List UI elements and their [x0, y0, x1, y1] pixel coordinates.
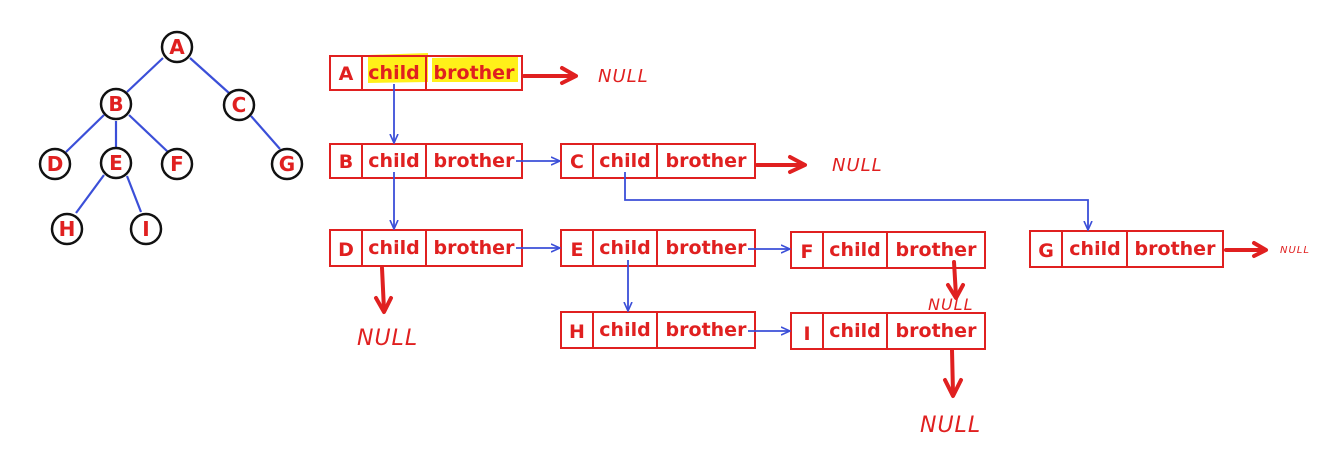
null-label-i-brother: NULL	[920, 413, 981, 438]
tree-edge-a-b	[126, 57, 164, 93]
struct-child-field: child	[599, 319, 650, 341]
struct-c: C child brother	[560, 143, 756, 179]
highlight-marks	[368, 53, 518, 83]
struct-child-field: child	[829, 239, 880, 261]
tree-node-label: B	[108, 92, 123, 116]
tree-edge-b-f	[128, 114, 169, 153]
tree-node-h: H	[50, 212, 84, 246]
null-label-a-brother: NULL	[598, 66, 649, 87]
struct-child-field: child	[368, 237, 419, 259]
tree-edge-a-c	[189, 57, 230, 94]
struct-label: F	[801, 241, 814, 263]
tree-node-e: E	[99, 146, 133, 180]
struct-label: A	[339, 63, 354, 85]
tree-node-a: A	[160, 30, 194, 64]
struct-g: G child brother	[1029, 230, 1224, 268]
tree-edges	[65, 57, 281, 214]
struct-brother-field: brother	[896, 320, 978, 342]
tree-node-label: C	[232, 93, 247, 117]
tree-node-i: I	[129, 212, 163, 246]
struct-label: I	[803, 323, 810, 345]
null-arrow-g-brother	[1224, 241, 1268, 258]
tree-node-label: G	[279, 152, 295, 176]
null-arrow-c-brother	[755, 155, 807, 174]
tree-node-d: D	[38, 147, 72, 181]
struct-child-field: child	[599, 237, 650, 259]
struct-label: C	[570, 151, 584, 173]
tree-node-label: I	[142, 217, 149, 241]
struct-f: F child brother	[790, 231, 986, 269]
struct-d: D child brother	[329, 229, 523, 267]
null-label-f-brother: NULL	[928, 295, 974, 314]
struct-b: B child brother	[329, 143, 523, 179]
struct-label: D	[338, 239, 354, 261]
struct-child-field: child	[368, 150, 419, 172]
tree-node-g: G	[270, 147, 304, 181]
null-arrow-a-brother	[522, 66, 578, 85]
tree-node-label: F	[170, 152, 184, 176]
tree-node-label: D	[47, 152, 64, 176]
null-arrows	[374, 66, 1268, 398]
struct-brother-field: brother	[666, 237, 748, 259]
tree-node-f: F	[160, 147, 194, 181]
null-arrow-i-brother	[943, 348, 963, 398]
tree-node-b: B	[99, 87, 133, 121]
link-c-child-g	[624, 172, 1088, 229]
tree-node-label: H	[59, 217, 76, 241]
tree-node-label: A	[169, 35, 185, 59]
pointer-links	[394, 84, 1088, 331]
struct-brother-field: brother	[666, 150, 748, 172]
struct-child-field: child	[368, 62, 419, 84]
struct-brother-field: brother	[1135, 238, 1217, 260]
tree-node-label: E	[109, 151, 123, 175]
null-label-d-child: NULL	[357, 326, 418, 351]
struct-h: H child brother	[560, 311, 756, 349]
tree-edge-e-i	[125, 175, 143, 213]
struct-brother-field: brother	[666, 319, 748, 341]
null-labels: NULL NULL NULL NULL NULL NULL	[357, 66, 1310, 438]
tree-edge-c-g	[250, 115, 281, 150]
struct-child-field: child	[829, 320, 880, 342]
null-arrow-d-child	[374, 266, 393, 314]
struct-brother-field: brother	[896, 239, 978, 261]
binary-tree: A B C D E F G H	[38, 30, 304, 246]
null-label-g-brother: NULL	[1280, 245, 1310, 256]
struct-label: H	[569, 321, 585, 343]
null-label-c-brother: NULL	[832, 155, 883, 176]
struct-child-field: child	[599, 150, 650, 172]
tree-edge-e-h	[75, 174, 105, 214]
struct-label: B	[339, 151, 353, 173]
struct-label: E	[571, 239, 584, 261]
struct-brother-field: brother	[434, 150, 516, 172]
struct-label: G	[1038, 240, 1054, 262]
struct-child-field: child	[1069, 238, 1120, 260]
struct-brother-field: brother	[434, 237, 516, 259]
struct-i: I child brother	[790, 312, 986, 350]
tree-node-c: C	[222, 88, 256, 122]
struct-e: E child brother	[560, 229, 756, 267]
struct-brother-field: brother	[434, 62, 516, 84]
struct-a: A child brother	[329, 55, 523, 91]
null-arrow-f-brother	[946, 260, 965, 300]
tree-edge-b-d	[65, 114, 105, 153]
